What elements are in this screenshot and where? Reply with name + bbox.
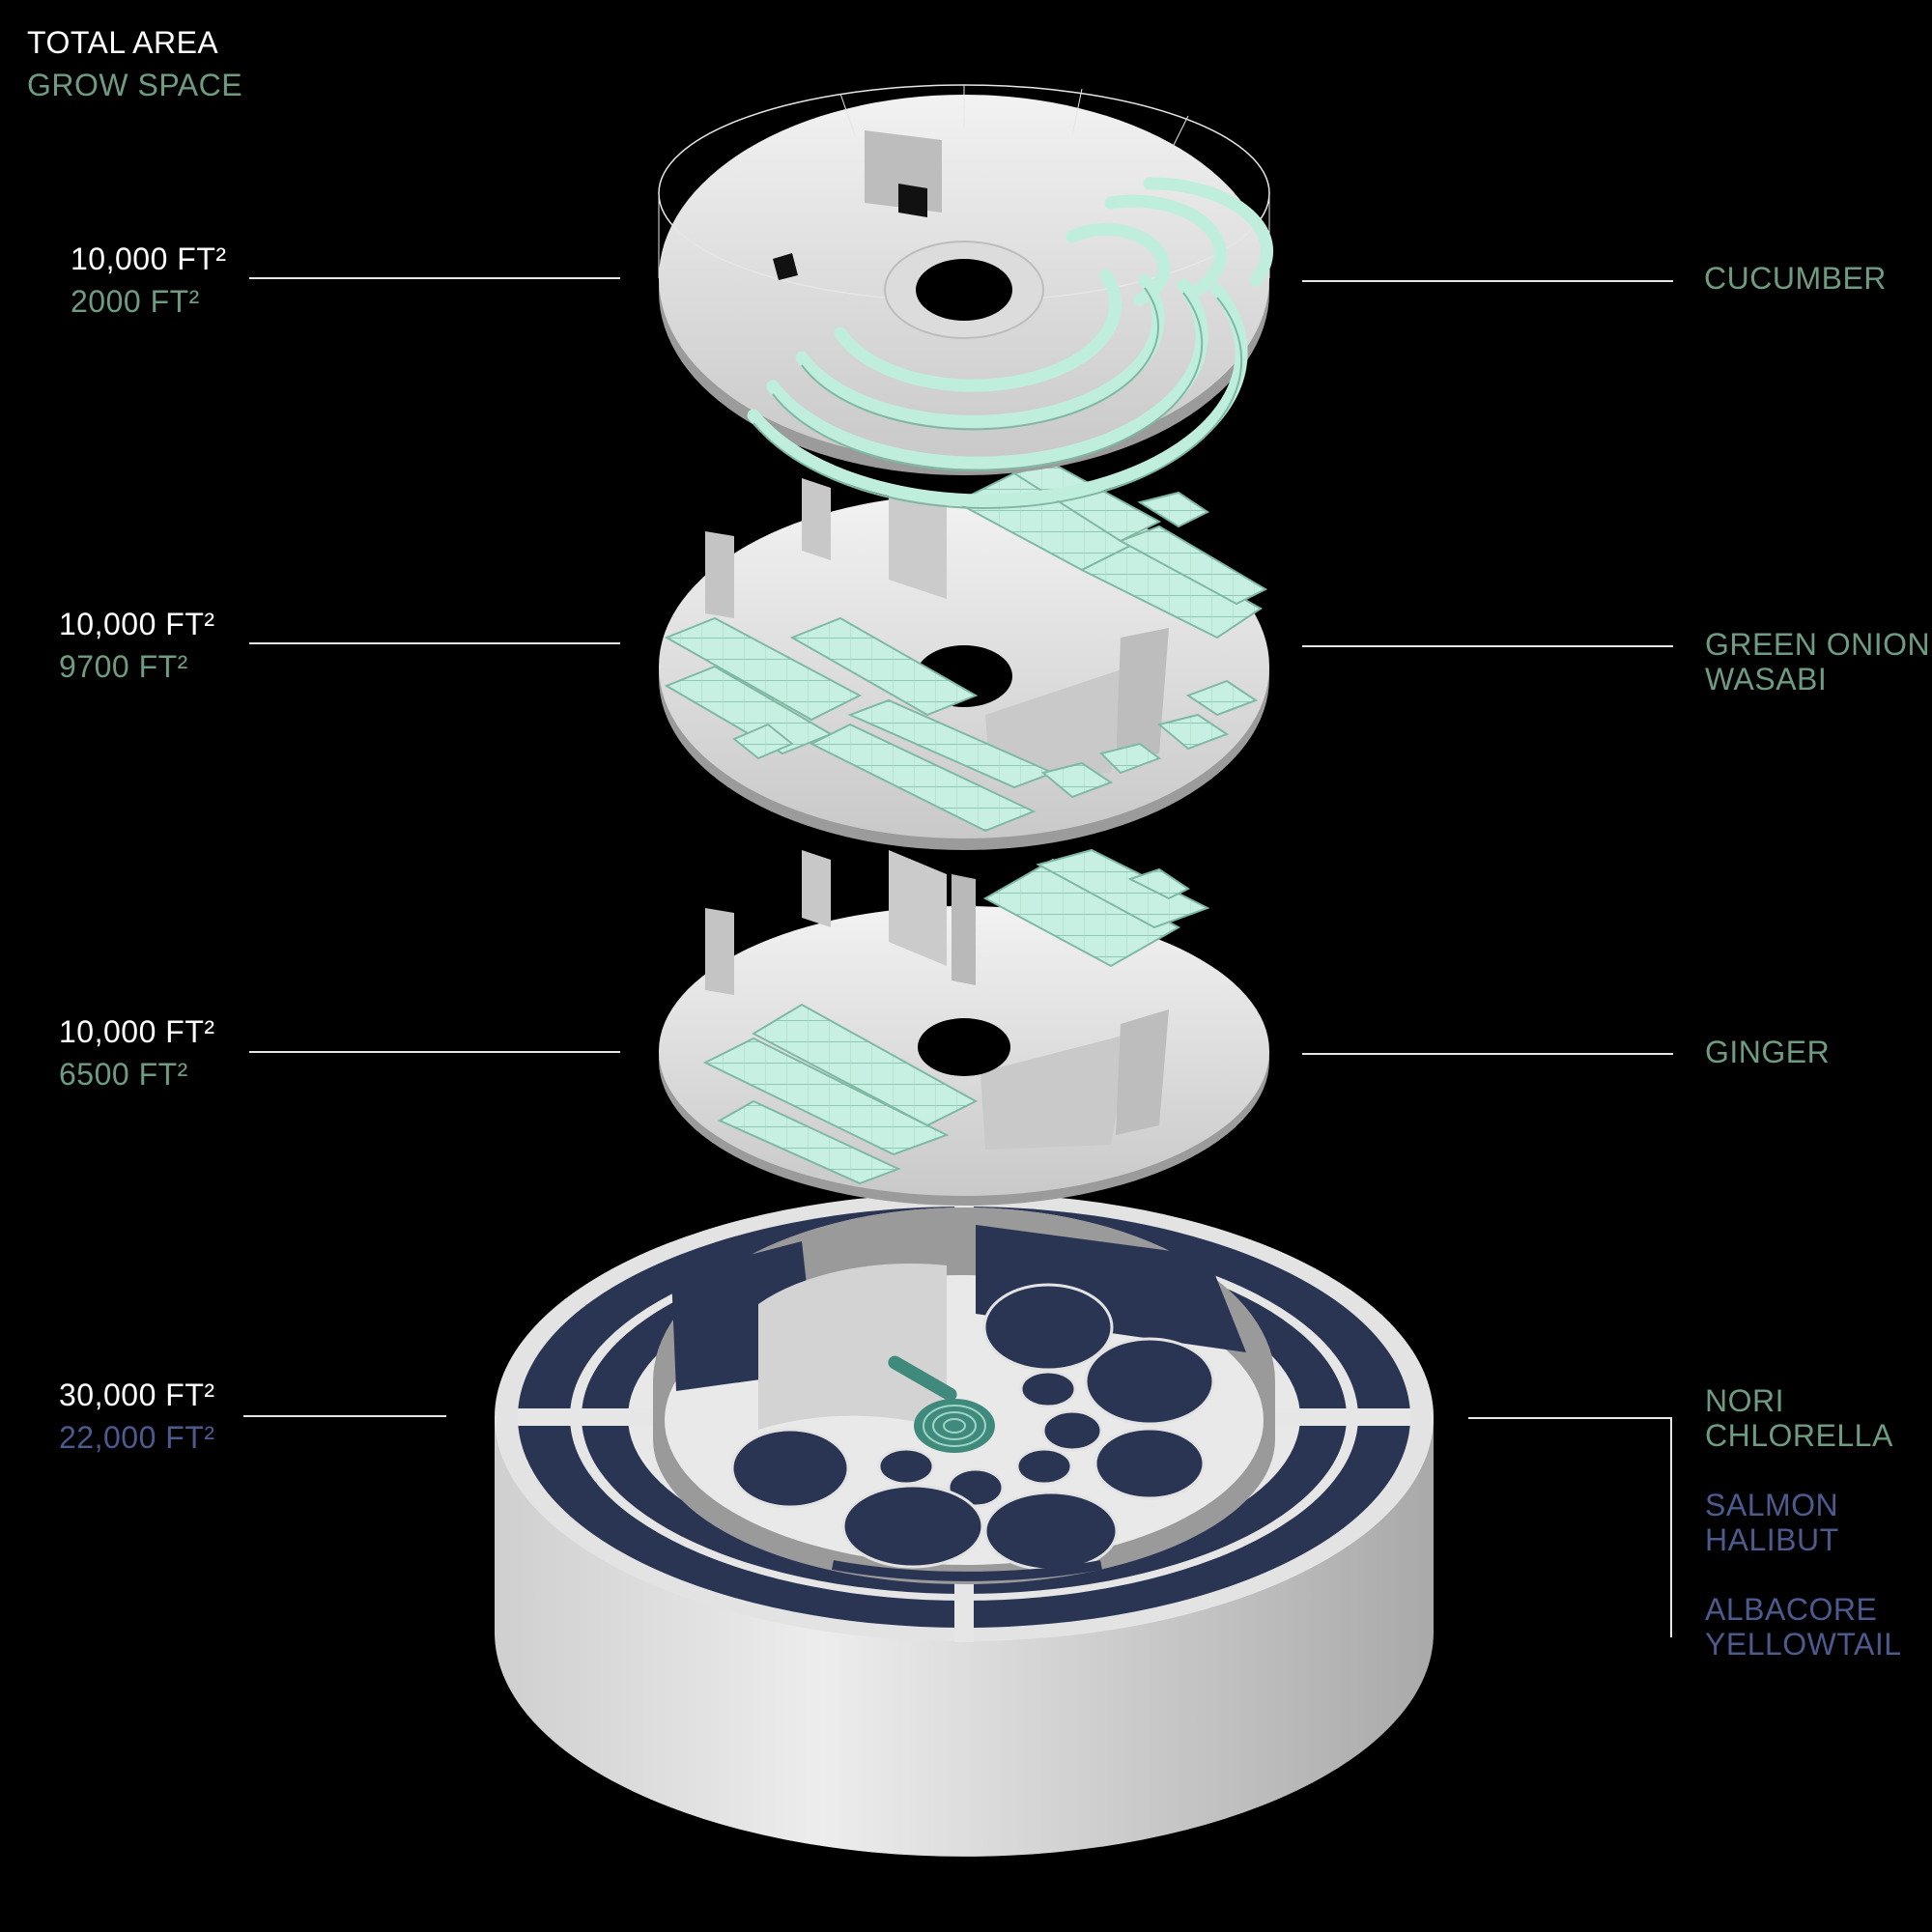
base-fish-4: YELLOWTAIL bbox=[1705, 1627, 1902, 1662]
base-grow-space: 22,000 FT² bbox=[59, 1420, 215, 1455]
leader-lines bbox=[243, 277, 1673, 1637]
base-crop-1: NORI bbox=[1705, 1383, 1784, 1418]
base-total-area: 30,000 FT² bbox=[59, 1378, 215, 1412]
level-ginger bbox=[659, 848, 1269, 1206]
level3-grow-space: 6500 FT² bbox=[59, 1057, 188, 1092]
base-fish-2: HALIBUT bbox=[1705, 1522, 1839, 1557]
algae-spiral-tank bbox=[888, 1355, 995, 1453]
level-cucumber bbox=[658, 84, 1274, 509]
level1-crop: CUCUMBER bbox=[1704, 261, 1887, 296]
level-green-onion-wasabi bbox=[659, 462, 1269, 850]
level2-grow-space: 9700 FT² bbox=[59, 649, 188, 684]
base-fish-3: ALBACORE bbox=[1705, 1592, 1878, 1627]
level3-crop: GINGER bbox=[1705, 1035, 1831, 1069]
level3-total-area: 10,000 FT² bbox=[59, 1014, 215, 1049]
legend-grow-space: GROW SPACE bbox=[27, 68, 243, 102]
level2-total-area: 10,000 FT² bbox=[59, 607, 215, 641]
level2-crop-2: WASABI bbox=[1705, 662, 1828, 696]
base-crop-2: CHLORELLA bbox=[1705, 1418, 1893, 1453]
level1-grow-space: 2000 FT² bbox=[71, 284, 200, 319]
legend-total-area: TOTAL AREA bbox=[27, 25, 219, 60]
level2-crop-1: GREEN ONION bbox=[1705, 627, 1931, 662]
base-fish-1: SALMON bbox=[1705, 1488, 1839, 1522]
aquaculture-base-level bbox=[495, 1193, 1434, 1857]
level1-total-area: 10,000 FT² bbox=[71, 242, 227, 276]
